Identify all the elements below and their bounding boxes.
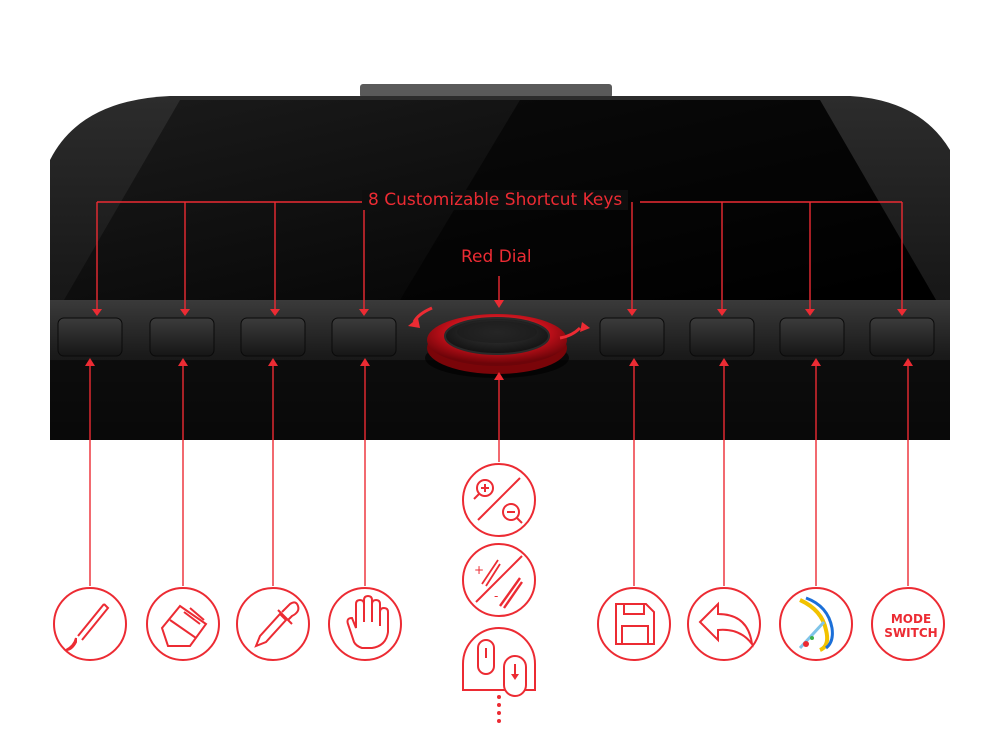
scroll-icon: [462, 627, 536, 697]
shortcut-keys: [57, 317, 935, 357]
mode-switch-line2: SWITCH: [884, 626, 938, 640]
paint-brushes-icon: [779, 587, 853, 661]
shortcut-key-1[interactable]: [57, 317, 123, 357]
more-indicator: [497, 695, 501, 723]
function-leader-lines: [89, 362, 909, 586]
zoom-in-out-icon: [462, 463, 536, 537]
bracket-arrowheads: [92, 300, 907, 316]
eraser-icon: [146, 587, 220, 661]
red-dial[interactable]: [425, 314, 569, 378]
shortcut-key-6[interactable]: [689, 317, 755, 357]
svg-text:-: -: [494, 589, 498, 603]
function-icons: + -: [53, 463, 945, 697]
red-dial-label: Red Dial: [461, 247, 532, 267]
svg-text:+: +: [474, 563, 484, 577]
mode-switch-line1: MODE: [890, 612, 932, 626]
shortcut-key-4[interactable]: [331, 317, 397, 357]
undo-arrow-icon: [687, 587, 761, 661]
save-floppy-icon: [597, 587, 671, 661]
eyedropper-icon: [236, 587, 310, 661]
shortcut-key-3[interactable]: [240, 317, 306, 357]
shortcut-bracket-lines: [96, 201, 903, 312]
top-stand-tab: [360, 84, 612, 98]
shortcut-keys-label: 8 Customizable Shortcut Keys: [362, 190, 629, 210]
shortcut-key-8[interactable]: [869, 317, 935, 357]
shortcut-key-5[interactable]: [599, 317, 665, 357]
hand-pan-icon: [328, 587, 402, 661]
mode-switch-label: MODE SWITCH: [872, 612, 950, 640]
mode-switch-icon: [871, 587, 945, 661]
brush-size-icon: + -: [462, 543, 536, 617]
shortcut-key-7[interactable]: [779, 317, 845, 357]
brush-icon: [53, 587, 127, 661]
shortcut-key-2[interactable]: [149, 317, 215, 357]
